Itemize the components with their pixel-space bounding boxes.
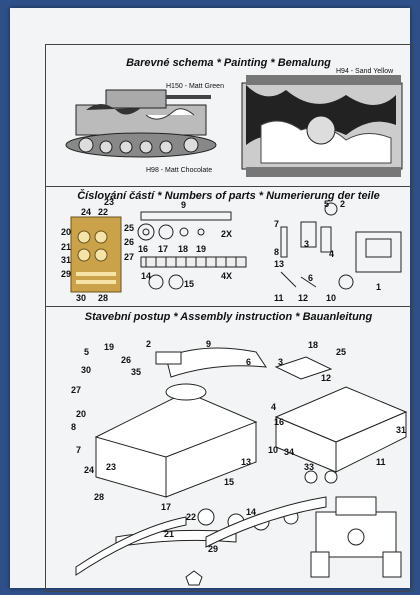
- part-number: 15: [184, 279, 195, 289]
- painting-title: Barevné schema * Painting * Bemalung: [126, 57, 331, 69]
- callout-number: 14: [246, 507, 257, 517]
- callout-number: 10: [268, 445, 279, 455]
- fret-number: 20: [61, 227, 72, 237]
- fret-number: 28: [98, 293, 109, 303]
- callout-number: 30: [81, 365, 92, 375]
- label-sand-yellow: H94 - Sand Yellow: [336, 68, 394, 75]
- callout-number: 34: [284, 447, 295, 457]
- callout-number: 25: [336, 347, 347, 357]
- fret-number: 31: [61, 255, 72, 265]
- callout-number: 29: [208, 544, 219, 554]
- parts-section: Číslování částí * Numbers of parts * Num…: [46, 187, 411, 307]
- callout-number: 5: [84, 347, 90, 357]
- fret-number: 26: [124, 237, 135, 247]
- part-number: 9: [181, 200, 187, 210]
- parts-title: Číslování částí * Numbers of parts * Num…: [77, 190, 380, 202]
- rear-view: [310, 496, 402, 578]
- part-number: 18: [178, 244, 189, 254]
- callout-number: 35: [131, 367, 142, 377]
- part-number: 6: [308, 273, 314, 283]
- fret-number: 22: [98, 207, 109, 217]
- callout-number: 16: [274, 417, 285, 427]
- callout-number: 2: [146, 339, 152, 349]
- part-number: 4: [329, 249, 335, 259]
- assembly-title: Stavební postup * Assembly instruction *…: [84, 311, 373, 323]
- upper-hull-view: [274, 356, 408, 484]
- callout-number: 23: [106, 462, 117, 472]
- callout-number: 3: [278, 357, 284, 367]
- callout-number: 27: [71, 385, 82, 395]
- part-number: 3: [304, 239, 310, 249]
- painting-illustration: [65, 75, 403, 177]
- callout-number: 15: [224, 477, 235, 487]
- part-number: 1: [376, 282, 382, 292]
- fret-number: 25: [124, 223, 135, 233]
- parts-illustration: [70, 202, 402, 293]
- part-number: 8: [274, 247, 280, 257]
- part-number: 2X: [221, 229, 233, 239]
- fret-number: 29: [61, 269, 72, 279]
- callout-number: 11: [376, 457, 386, 467]
- callout-number: 8: [71, 422, 77, 432]
- callout-number: 17: [161, 502, 172, 512]
- instruction-frame: Barevné schema * Painting * Bemalung: [45, 44, 413, 592]
- callout-number: 24: [84, 465, 95, 475]
- tank-side-view: [65, 89, 217, 158]
- callout-number: 19: [104, 342, 115, 352]
- callout-number: 7: [76, 445, 82, 455]
- callout-number: 20: [76, 409, 87, 419]
- callout-number: 21: [164, 529, 175, 539]
- part-number: 5: [324, 199, 330, 209]
- part-number: 2: [340, 199, 346, 209]
- assembly-section: Stavební postup * Assembly instruction *…: [46, 307, 411, 591]
- part-number: 16: [138, 244, 149, 254]
- callout-number: 33: [304, 462, 315, 472]
- part-number: 4X: [221, 271, 233, 281]
- callout-number: 12: [321, 373, 332, 383]
- callout-number: 13: [241, 457, 252, 467]
- part-number: 14: [141, 271, 152, 281]
- part-number: 19: [196, 244, 207, 254]
- callout-number: 31: [396, 425, 407, 435]
- fret-number: 24: [81, 207, 92, 217]
- callout-number: 22: [186, 512, 197, 522]
- part-number: 11: [274, 293, 284, 303]
- part-number: 13: [274, 259, 285, 269]
- label-matt-chocolate: H98 - Matt Chocolate: [146, 167, 213, 174]
- callout-number: 28: [94, 492, 105, 502]
- instruction-sheet: Barevné schema * Painting * Bemalung: [10, 8, 413, 592]
- fret-number: 30: [76, 293, 87, 303]
- callout-number: 6: [246, 357, 252, 367]
- part-number: 12: [298, 293, 309, 303]
- callout-number: 4: [271, 402, 277, 412]
- fret-number: 27: [124, 252, 135, 262]
- part-number: 10: [326, 293, 337, 303]
- label-matt-green: H150 - Matt Green: [166, 83, 224, 90]
- assembly-illustration: [75, 347, 408, 586]
- hull-exploded-view: [75, 347, 327, 586]
- part-number: 17: [158, 244, 169, 254]
- fret-number: 23: [104, 197, 115, 207]
- tank-top-view: [241, 75, 403, 177]
- callout-number: 18: [308, 340, 319, 350]
- painting-section: Barevné schema * Painting * Bemalung: [46, 45, 411, 187]
- fret-number: 21: [61, 242, 72, 252]
- callout-number: 26: [121, 355, 132, 365]
- part-number: 7: [274, 219, 280, 229]
- callout-number: 9: [206, 339, 212, 349]
